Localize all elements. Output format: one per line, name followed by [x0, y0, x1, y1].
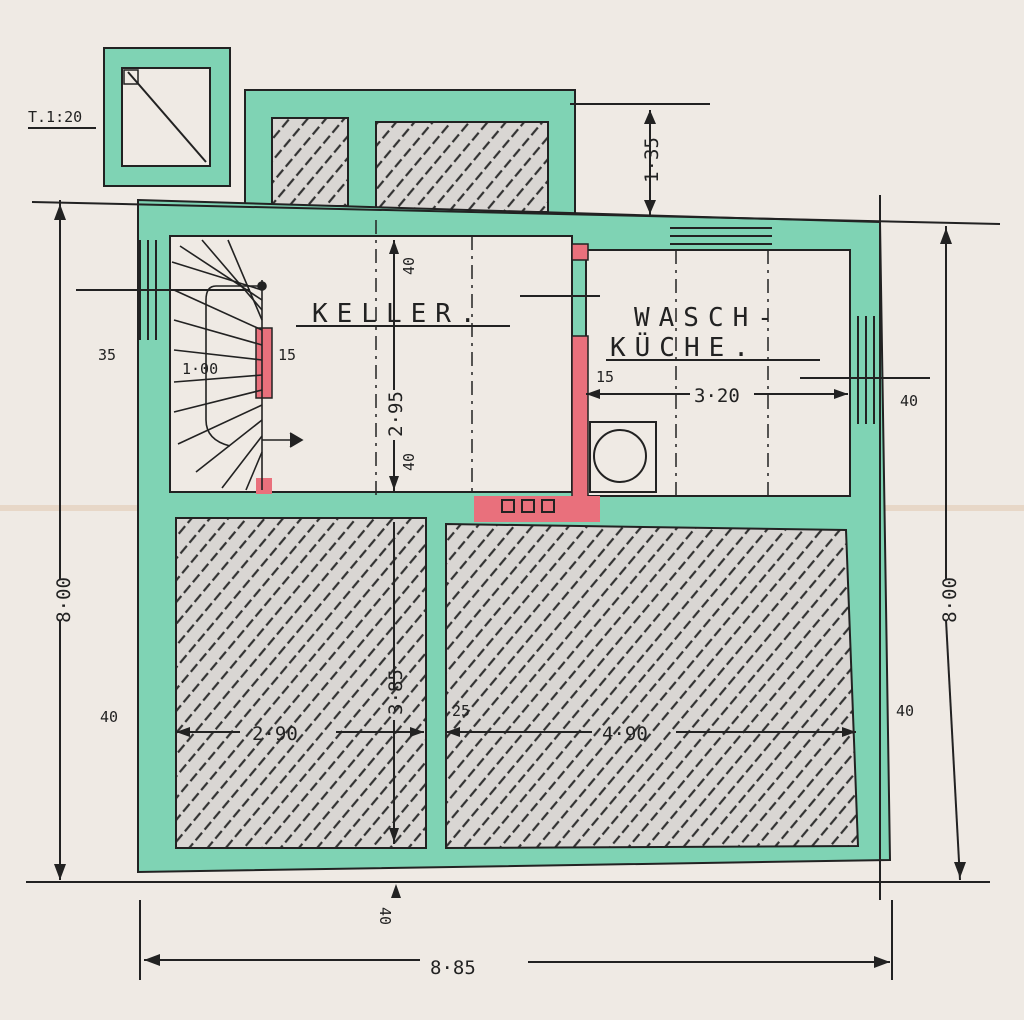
- dim-wall-40-right-lower: 40: [896, 702, 914, 720]
- dimension-lines: [26, 103, 1001, 980]
- dim-wall-25-mid: 25: [452, 702, 470, 720]
- dimension-arrows: [54, 110, 966, 968]
- dim-waschkueche-width: 3·20: [694, 385, 740, 407]
- area-lower-right: [445, 522, 860, 850]
- window-right: [857, 316, 875, 424]
- dim-wall-40-bottom: 40: [400, 453, 418, 471]
- dim-wall-40-left-lower: 40: [100, 708, 118, 726]
- window-top: [670, 227, 772, 245]
- dim-lower-left-width: 2·90: [252, 723, 298, 745]
- room-keller: [169, 235, 573, 493]
- red-walls: [255, 243, 600, 522]
- dim-depth-right: 8·00: [939, 577, 961, 623]
- dim-window-depth: 1·35: [641, 137, 663, 183]
- dim-lower-depth: 3·85: [385, 669, 407, 715]
- scale-note: T.1:20: [28, 108, 96, 129]
- dim-total-width: 8·85: [430, 957, 476, 979]
- window-detail: [103, 47, 231, 187]
- light-well: [244, 89, 576, 221]
- staircase: [171, 239, 304, 491]
- guide-lines: [375, 220, 769, 496]
- dim-stair-width: 1·00: [182, 360, 218, 378]
- scale-label: T.1:20: [28, 108, 82, 126]
- dim-wall-15-stair: 15: [278, 346, 296, 364]
- room-waschkueche: [585, 249, 851, 497]
- dim-lower-right-width: 4·90: [602, 723, 648, 745]
- dim-wall-40-bottom-outer: 40: [376, 907, 394, 925]
- room-label-wasch-2: KÜCHE.: [610, 331, 758, 363]
- dim-wall-40-top: 40: [400, 257, 418, 275]
- area-lower-left: [175, 517, 427, 849]
- boiler: [589, 421, 657, 493]
- dim-depth-left: 8·00: [53, 577, 75, 623]
- room-label-keller: KELLER.: [312, 299, 485, 329]
- dim-keller-depth: 2·95: [385, 391, 407, 437]
- dim-wall-40-right-upper: 40: [900, 392, 918, 410]
- dim-wall-15-partition: 15: [596, 368, 614, 386]
- dim-wall-35: 35: [98, 346, 116, 364]
- room-label-wasch-1: WASCH-: [634, 303, 782, 333]
